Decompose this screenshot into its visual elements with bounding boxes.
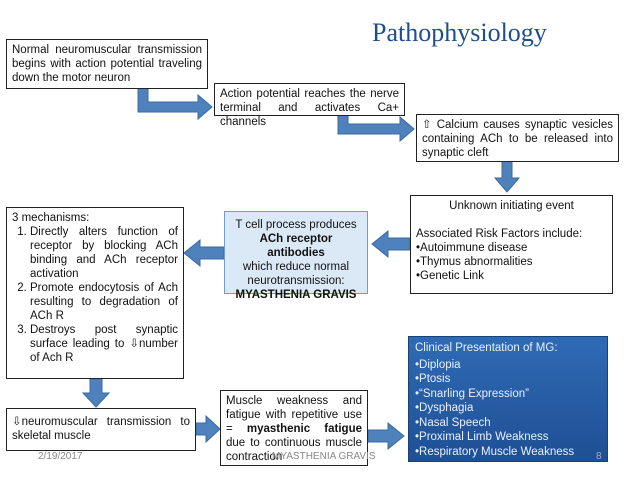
risk-item: •Genetic Link [416, 270, 484, 282]
action-potential-text: Action potential reaches the nerve termi… [220, 88, 399, 128]
arrow-mechanisms-to-neuro [81, 378, 111, 408]
mechanisms-heading: 3 mechanisms: [12, 212, 90, 224]
box-normal-transmission: Normal neuromuscular transmission begins… [6, 39, 208, 89]
mechanism-item: Destroys post synaptic surface leading t… [30, 323, 178, 365]
box-unknown-event: Unknown initiating event Associated Risk… [410, 195, 613, 294]
footer-date: 2/19/2017 [38, 451, 83, 462]
clinical-item: •“Snarling Expression” [415, 387, 529, 400]
clinical-item: •Dysphagia [415, 402, 474, 414]
clinical-item: •Diplopia [415, 358, 461, 371]
clinical-item: •Ptosis [415, 373, 451, 385]
unknown-event-title: Unknown initiating event [449, 200, 574, 212]
box-muscle-weakness: Muscle weakness and fatigue with repetit… [220, 390, 368, 466]
slide-title: Pathophysiology [372, 18, 547, 47]
arrow-unknown-to-tcell [371, 229, 411, 259]
clinical-item: •Nasal Speech [415, 416, 491, 429]
risk-factors-heading: Associated Risk Factors include: [416, 228, 583, 240]
box-neuromuscular-reduction: ⇩neuromuscular transmission to skeletal … [6, 408, 196, 451]
clinical-item: •Respiratory Muscle Weakness [415, 445, 575, 458]
clinical-item: •Proximal Limb Weakness [415, 431, 549, 443]
tcell-line2: which reduce normal neurotransmission: [242, 261, 350, 287]
weakness-part2: due to continuous muscle contraction [226, 437, 362, 463]
tcell-line1: T cell process produces [235, 219, 357, 231]
footer-title: MYASTHENIA GRAVIS [272, 451, 376, 462]
box-mechanisms: 3 mechanisms: Directly alters function o… [6, 207, 184, 379]
arrow-tcell-to-mechanisms [183, 238, 225, 268]
normal-transmission-text: Normal neuromuscular transmission begins… [12, 44, 202, 84]
mechanism-item: Promote endocytosis of Ach resulting to … [30, 281, 178, 323]
neuromuscular-text: ⇩neuromuscular transmission to skeletal … [12, 416, 190, 442]
arrow-neuro-to-weakness [195, 414, 221, 444]
arrow-normal-to-action [137, 87, 213, 121]
box-clinical-presentation: Clinical Presentation of MG: •Diplopia •… [408, 336, 608, 462]
box-tcell-process: T cell process produces ACh receptor ant… [224, 211, 368, 301]
myasthenic-fatigue: myasthenic fatigue [246, 423, 362, 435]
muscle-weakness-text: Muscle weakness and fatigue with repetit… [226, 394, 362, 464]
tcell-myasthenia-gravis: MYASTHENIA GRAVIS [235, 289, 357, 301]
box-calcium: ⇧ Calcium causes synaptic vesicles conta… [416, 114, 619, 162]
weakness-part1: Muscle weakness and fatigue with repetit… [226, 395, 362, 435]
arrow-calcium-to-unknown [493, 159, 521, 193]
tcell-antibodies: ACh receptor antibodies [259, 233, 333, 259]
calcium-text: ⇧ Calcium causes synaptic vesicles conta… [422, 119, 613, 159]
risk-item: •Autoimmune disease [416, 242, 528, 254]
clinical-title: Clinical Presentation of MG: [415, 342, 558, 354]
box-action-potential: Action potential reaches the nerve termi… [214, 83, 405, 128]
risk-item: •Thymus abnormalities [416, 256, 533, 268]
mechanism-item: Directly alters function of receptor by … [30, 225, 178, 281]
arrow-weakness-to-clinical [367, 421, 405, 451]
footer-page-number: 8 [596, 451, 602, 462]
arrow-action-to-calcium [337, 114, 415, 143]
